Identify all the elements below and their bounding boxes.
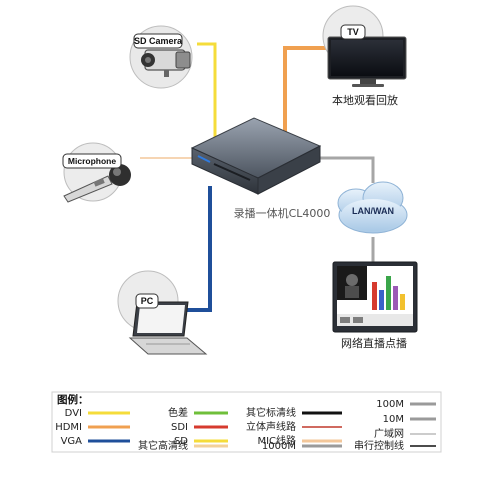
lan-wan-label: LAN/WAN [352, 206, 394, 216]
microphone-icon [63, 164, 131, 203]
legend-item-label: MIC线路 [257, 434, 296, 447]
monitor-caption: 网络直播点播 [341, 336, 407, 350]
legend-item-label: 广域网 [374, 427, 404, 440]
microphone-device: Microphone [62, 142, 131, 203]
pc-label: PC [141, 296, 154, 306]
monitor-icon [332, 261, 418, 333]
legend-item-label: VGA [61, 436, 83, 447]
camera-link [197, 42, 217, 138]
legend-item-label: 10M [383, 414, 404, 425]
legend-title: 图例： [57, 393, 89, 406]
legend-item-label: 100M [376, 399, 404, 410]
tv-device: TV 本地观看回放 [322, 5, 407, 107]
camera-icon [141, 49, 191, 77]
legend-item-label: HDMI [55, 422, 82, 433]
tv-icon [327, 36, 407, 87]
recorder-caption: 录播一体机CL4000 [234, 206, 331, 220]
tv-label: TV [347, 27, 359, 37]
legend-item-label: 立体声线路 [246, 420, 296, 433]
legend-item-label: SD [174, 436, 188, 447]
monitor-device: 网络直播点播 [332, 261, 418, 350]
legend-item-label: 1000M [262, 441, 296, 452]
tv-link [283, 46, 328, 135]
sd-camera-label: SD Camera [134, 36, 183, 46]
lan-link [318, 156, 375, 183]
legend-item-label: 色差 [168, 406, 188, 419]
cloud-icon [337, 181, 408, 234]
legend-item-label: 串行控制线 [354, 439, 404, 452]
recorder-icon [190, 117, 322, 195]
microphone-label: Microphone [68, 156, 116, 166]
laptop-icon [128, 301, 208, 355]
legend-item-label: DVI [65, 408, 82, 419]
legend-item-label: 其它高清线 [138, 439, 188, 452]
legend-item-label: 其它标清线 [246, 406, 296, 419]
lan-wan-cloud: LAN/WAN [337, 181, 408, 234]
recorder-device: 录播一体机CL4000 [190, 117, 331, 220]
legend-item-label: SDI [171, 422, 188, 433]
tv-caption: 本地观看回放 [332, 93, 398, 107]
sd-camera-device: SD Camera [129, 25, 193, 89]
pc-device: PC [117, 270, 208, 355]
